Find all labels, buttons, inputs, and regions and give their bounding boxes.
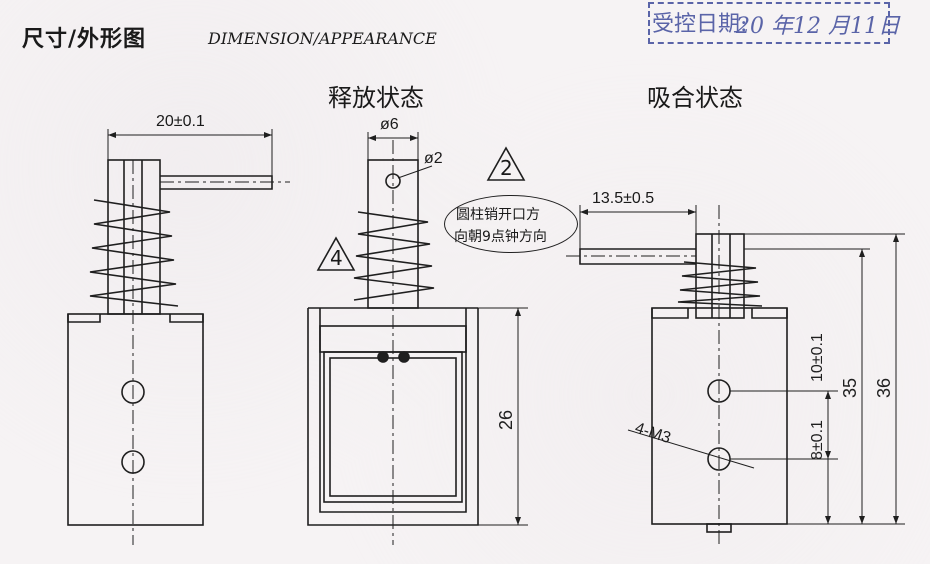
note-2-marker xyxy=(486,146,526,181)
right-spring xyxy=(677,261,763,307)
stamp-date: 20 年12 月11日 xyxy=(736,14,900,39)
note-4-number: 4 xyxy=(330,246,343,270)
pin-orientation-note xyxy=(444,195,578,253)
note-line-1: 圆柱销开口方 xyxy=(456,207,540,223)
released-state-title: 释放状态 xyxy=(328,84,424,112)
dim-26-text: 26 xyxy=(496,410,516,430)
dim-35-text: 35 xyxy=(840,378,860,398)
stamp-label: 受控日期: xyxy=(652,12,748,37)
center-view xyxy=(307,132,528,545)
dim-dia6-label: ø6 xyxy=(380,116,399,133)
control-date-stamp xyxy=(648,2,890,44)
note-line-2: 向朝9点钟方向 xyxy=(454,229,547,245)
dim-8-text: 8±0.1 xyxy=(809,420,826,460)
title-cn: 尺寸/外形图 xyxy=(22,27,147,52)
left-plunger xyxy=(107,159,161,315)
dim-dia2-label: ø2 xyxy=(424,150,443,167)
center-spring xyxy=(353,211,435,301)
dim-10-text: 10±0.1 xyxy=(809,333,826,382)
right-plunger xyxy=(695,233,745,319)
right-view xyxy=(566,205,905,545)
left-spring xyxy=(89,199,179,307)
dim-36-text: 36 xyxy=(874,378,894,398)
left-view xyxy=(67,129,290,545)
note-2-number: 2 xyxy=(500,156,513,180)
dim-13-5-label: 13.5±0.5 xyxy=(592,190,655,207)
attracted-state-title: 吸合状态 xyxy=(647,84,743,112)
dim-20-label: 20±0.1 xyxy=(156,113,205,130)
center-terminal-b xyxy=(398,351,410,363)
note-4-marker xyxy=(316,236,356,271)
title-en: DIMENSION/APPEARANCE xyxy=(208,29,437,48)
left-body-notch xyxy=(67,314,204,323)
left-body xyxy=(67,313,204,526)
center-terminal-a xyxy=(377,351,389,363)
